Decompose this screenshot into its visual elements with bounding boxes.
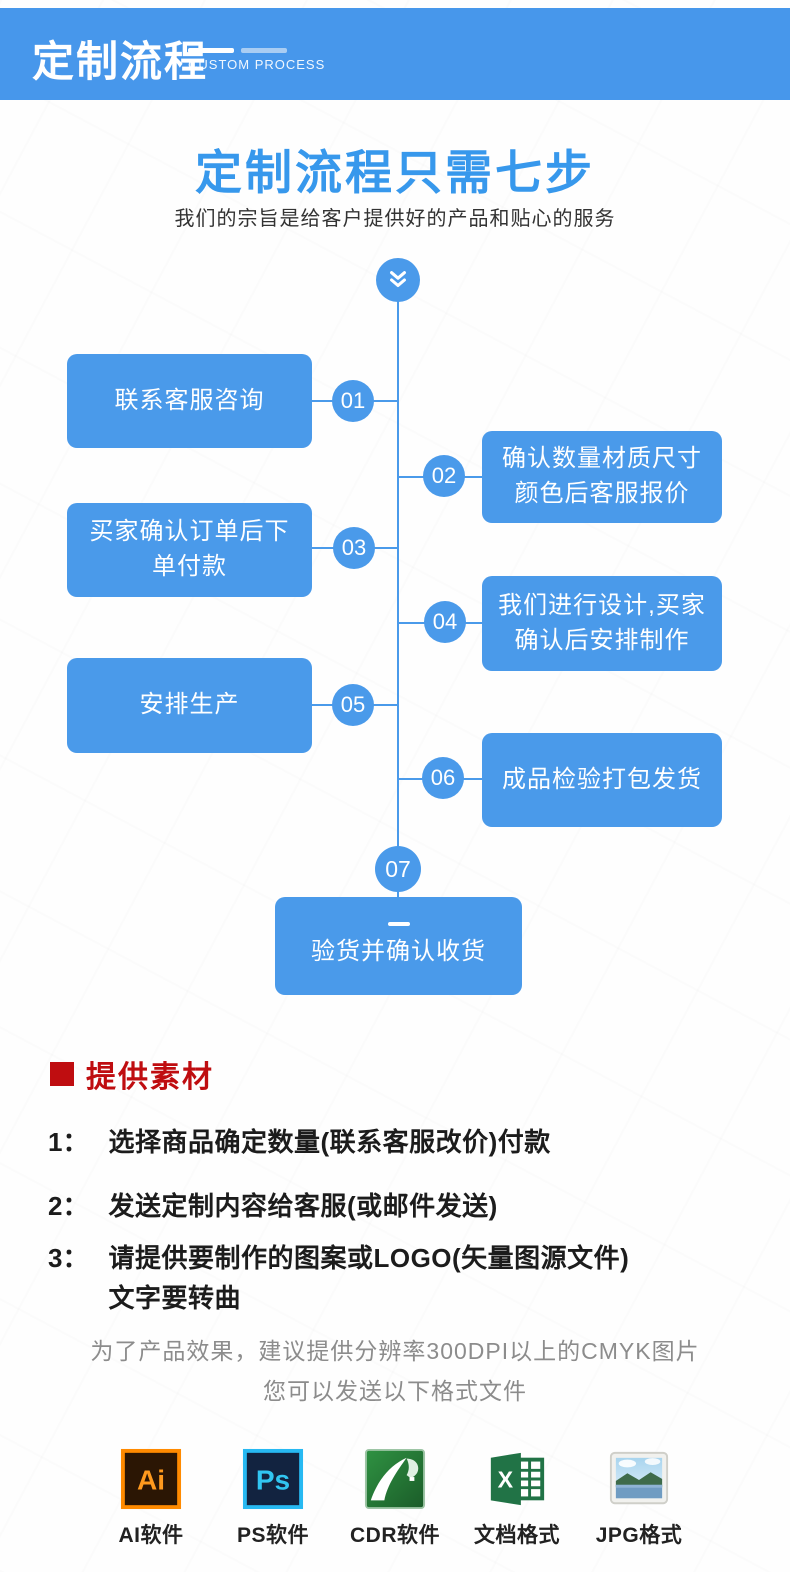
flow-step-label-7: 验货并确认收货 bbox=[311, 938, 486, 966]
double-chevron-down-icon bbox=[390, 271, 406, 288]
flow-start-marker bbox=[376, 258, 420, 302]
header-dash-icon bbox=[241, 48, 287, 53]
svg-text:Ai: Ai bbox=[137, 1465, 165, 1496]
adobe-illustrator-icon: Ai bbox=[120, 1448, 182, 1510]
format-label: JPG格式 bbox=[595, 1524, 683, 1547]
item-number: 2： bbox=[48, 1191, 89, 1221]
flow-step-number-5: 05 bbox=[332, 684, 374, 726]
header-dashes bbox=[188, 48, 325, 53]
item-text: 发送定制内容给客服(或邮件发送) bbox=[108, 1191, 498, 1221]
header-dash-icon bbox=[188, 48, 234, 53]
jpg-photo-icon bbox=[609, 1451, 669, 1505]
flow-step-box-7: 验货并确认收货 bbox=[275, 897, 522, 995]
flow-step-box-4: 我们进行设计,买家 确认后安排制作 bbox=[482, 576, 722, 671]
section-header-bar: 定制流程 CUSTOM PROCESS bbox=[0, 8, 790, 100]
page-title: 定制流程只需七步 bbox=[195, 146, 595, 199]
page-subtitle: 我们的宗旨是给客户提供好的产品和贴心的服务 bbox=[174, 208, 616, 230]
flow-step-box-3: 买家确认订单后下 单付款 bbox=[67, 503, 312, 597]
file-formats-row: Ai AI软件 Ps PS软件 CDR bbox=[0, 1448, 790, 1549]
item-number: 1： bbox=[48, 1127, 89, 1157]
svg-text:X: X bbox=[498, 1467, 514, 1493]
section-subtitle-block: CUSTOM PROCESS bbox=[188, 48, 325, 72]
coreldraw-icon bbox=[364, 1448, 426, 1510]
section-subtitle-en: CUSTOM PROCESS bbox=[188, 57, 326, 72]
format-item-ps: Ps PS软件 bbox=[212, 1448, 334, 1549]
adobe-photoshop-icon: Ps bbox=[242, 1448, 304, 1510]
flow-step-box-2: 确认数量材质尺寸 颜色后客服报价 bbox=[482, 431, 722, 523]
flow-step-number-4: 04 bbox=[424, 601, 466, 643]
section-title: 定制流程 bbox=[32, 38, 209, 85]
materials-item-2: 2： 发送定制内容给客服(或邮件发送) bbox=[48, 1186, 498, 1226]
box-dash-icon bbox=[387, 922, 410, 927]
materials-section-header: 提供素材 bbox=[50, 1052, 214, 1096]
format-item-ai: Ai AI软件 bbox=[90, 1448, 212, 1549]
format-note-line-1: 为了产品效果，建议提供分辨率300DPI以上的CMYK图片 bbox=[90, 1338, 700, 1364]
materials-item-3: 3： 请提供要制作的图案或LOGO(矢量图源文件) 文字要转曲 bbox=[48, 1238, 629, 1319]
materials-title: 提供素材 bbox=[86, 1061, 214, 1094]
format-label: CDR软件 bbox=[350, 1524, 440, 1547]
flow-vertical-line bbox=[397, 890, 399, 899]
item-number: 3： bbox=[48, 1243, 89, 1273]
flow-step-number-2: 02 bbox=[423, 455, 465, 497]
excel-document-icon: X bbox=[490, 1452, 545, 1506]
format-item-jpg: JPG格式 bbox=[578, 1448, 700, 1549]
flow-step-number-7: 07 bbox=[375, 846, 421, 892]
materials-item-1: 1： 选择商品确定数量(联系客服改价)付款 bbox=[48, 1122, 551, 1162]
flow-step-box-1: 联系客服咨询 bbox=[67, 354, 312, 448]
flow-step-number-3: 03 bbox=[333, 527, 375, 569]
format-item-doc: X 文档格式 bbox=[456, 1448, 578, 1549]
format-label: AI软件 bbox=[118, 1524, 184, 1547]
flow-step-number-6: 06 bbox=[422, 757, 464, 799]
flow-step-number-1: 01 bbox=[332, 380, 374, 422]
flow-step-box-6: 成品检验打包发货 bbox=[482, 733, 722, 827]
red-square-bullet-icon bbox=[50, 1062, 74, 1086]
flow-step-box-5: 安排生产 bbox=[67, 658, 312, 753]
format-label: 文档格式 bbox=[474, 1524, 560, 1547]
item-text: 选择商品确定数量(联系客服改价)付款 bbox=[108, 1127, 551, 1157]
flow-vertical-line bbox=[397, 300, 399, 848]
item-text: 请提供要制作的图案或LOGO(矢量图源文件) 文字要转曲 bbox=[108, 1243, 630, 1314]
format-note-line-2: 您可以发送以下格式文件 bbox=[263, 1378, 527, 1404]
svg-text:Ps: Ps bbox=[256, 1465, 290, 1496]
format-label: PS软件 bbox=[236, 1524, 309, 1547]
format-item-cdr: CDR软件 bbox=[334, 1448, 456, 1549]
